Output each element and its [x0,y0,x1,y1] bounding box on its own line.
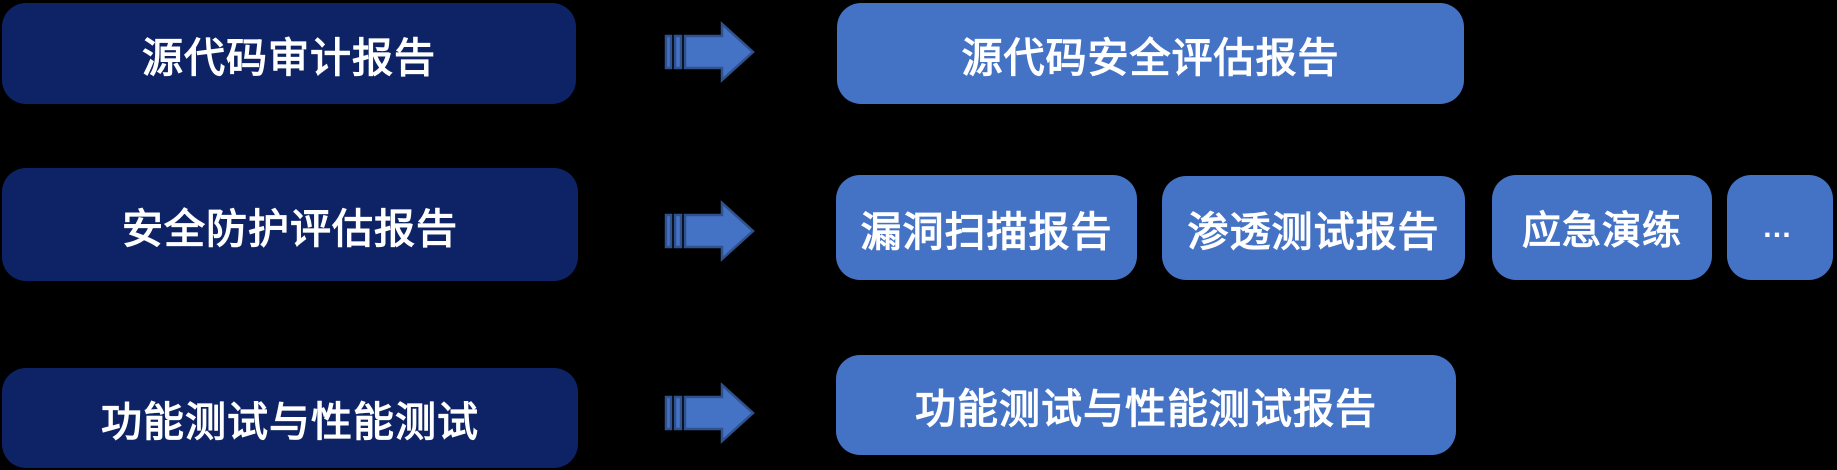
ellipsis-label: … [1762,210,1798,244]
target-box-code-security-assessment-report: 源代码安全评估报告 [837,3,1464,104]
right-arrow-icon [664,200,755,262]
target-box-more-ellipsis: … [1727,175,1833,280]
right-arrow-icon [664,21,755,83]
target-box-label: 源代码安全评估报告 [961,34,1340,81]
source-box-code-audit-report: 源代码审计报告 [2,3,576,104]
target-box-label: 漏洞扫描报告 [860,208,1113,255]
source-box-security-protection-assessment-report: 安全防护评估报告 [2,168,578,281]
source-box-label: 源代码审计报告 [142,34,436,81]
target-box-penetration-test-report: 渗透测试报告 [1162,176,1465,280]
target-box-label: 渗透测试报告 [1187,209,1440,255]
source-box-label: 功能测试与性能测试 [101,399,479,445]
right-arrow-icon [664,382,755,444]
target-box-label: 应急演练 [1521,209,1682,253]
source-box-label: 安全防护评估报告 [122,205,458,252]
target-box-vulnerability-scan-report: 漏洞扫描报告 [836,175,1137,280]
target-box-label: 功能测试与性能测试报告 [915,386,1377,432]
target-box-functional-performance-test-report: 功能测试与性能测试报告 [836,355,1456,455]
target-box-emergency-drill: 应急演练 [1492,175,1712,280]
source-box-functional-performance-testing: 功能测试与性能测试 [2,368,578,468]
